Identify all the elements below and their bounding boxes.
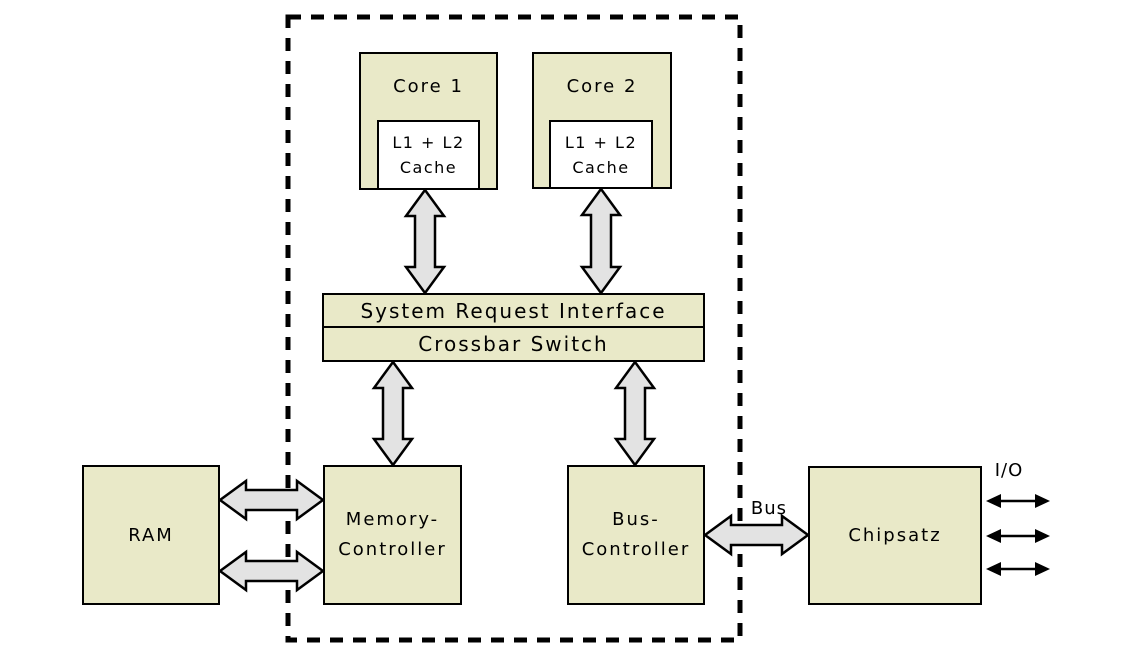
node-bus-controller: Bus- Controller [567,465,705,605]
arrow-ram-memory-controller-2 [217,549,326,593]
node-crossbar-switch: Crossbar Switch [322,326,705,362]
io-arrow-1 [986,494,1050,508]
io-arrow-2 [986,529,1050,543]
arrow-core2-sri [579,186,623,296]
core1-label: Core 1 [393,76,464,97]
arrow-crossbar-bus-controller [613,359,657,468]
arrow-bus-controller-chipset [702,513,811,557]
node-memory-controller: Memory- Controller [323,465,462,605]
arrow-ram-memory-controller-1 [217,478,326,522]
arrow-crossbar-memory-controller [371,359,415,468]
core2-label: Core 2 [566,76,638,97]
node-ram: RAM [82,465,220,605]
node-cache1: L1 + L2 Cache [377,120,480,190]
io-arrow-3 [986,562,1050,576]
node-cache2: L1 + L2 Cache [549,120,653,189]
node-chipset: Chipsatz [808,466,982,605]
bus-edge-label: Bus [750,498,788,519]
node-system-request-interface: System Request Interface [322,293,705,328]
io-edge-label: I/O [994,460,1024,481]
arrow-core1-sri [403,187,447,296]
